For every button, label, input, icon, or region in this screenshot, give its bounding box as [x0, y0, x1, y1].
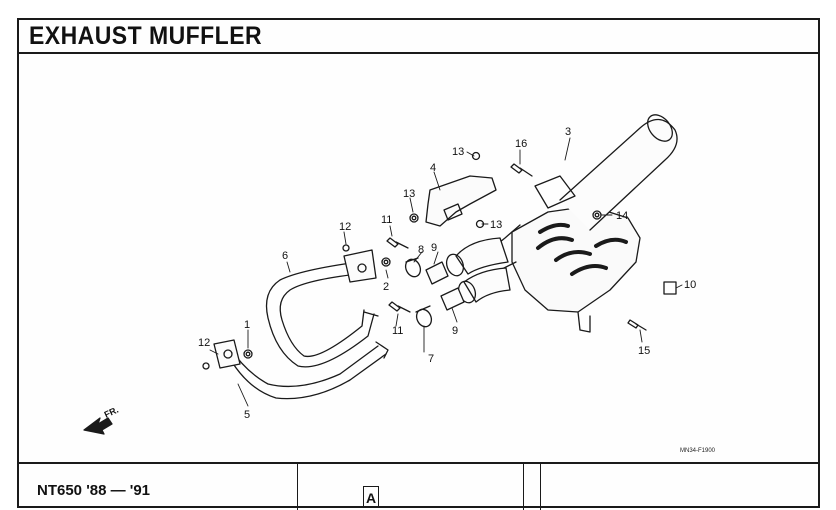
exhaust-pipe-front: [213, 339, 389, 400]
callout-3: 3: [565, 126, 571, 138]
callout-13-left: 13: [403, 188, 415, 200]
footer-divider: [297, 464, 298, 510]
model-label: NT650 '88 — '91: [37, 482, 151, 499]
callout-10: 10: [684, 279, 696, 291]
callout-14: 14: [616, 210, 628, 222]
footer-bar: NT650 '88 — '91 A: [19, 462, 818, 510]
callout-11-lower: 11: [392, 325, 403, 337]
callout-12-upper: 12: [339, 221, 351, 233]
callout-1: 1: [244, 319, 250, 331]
front-marker-label: FR.: [103, 405, 120, 420]
front-direction-arrow: [83, 417, 113, 435]
footer-divider: [540, 464, 541, 510]
callout-leaders: [209, 137, 683, 407]
footer-divider: [523, 464, 524, 510]
column-marker: A: [363, 486, 379, 508]
callout-12-lower: 12: [198, 337, 210, 349]
page-title: EXHAUST MUFFLER: [29, 22, 263, 50]
callout-13-right: 13: [490, 219, 502, 231]
callout-2: 2: [383, 281, 389, 293]
connecting-sleeves: [425, 261, 465, 311]
callout-6: 6: [282, 250, 288, 262]
muffler-body: [487, 114, 678, 333]
callout-4: 4: [430, 162, 436, 174]
heat-shield-bracket: [425, 175, 497, 227]
pipe-clamps: [404, 257, 433, 328]
callout-9-lower: 9: [452, 325, 458, 337]
callout-8: 8: [418, 244, 424, 256]
callout-15: 15: [638, 345, 650, 357]
callout-5: 5: [244, 409, 250, 421]
callout-13-top: 13: [452, 146, 464, 158]
muffler-inlet-pipes: [445, 237, 511, 304]
callout-11-upper: 11: [381, 214, 392, 226]
exhaust-pipe-rear: [265, 249, 379, 368]
drawing-code: MN34-F1900: [680, 448, 716, 454]
callout-16: 16: [515, 138, 527, 150]
callout-7: 7: [428, 353, 434, 365]
fasteners: [202, 151, 677, 370]
callout-9-upper: 9: [431, 242, 437, 254]
title-bar: EXHAUST MUFFLER: [19, 20, 818, 54]
callout-numbers: 1 2 3 4 5 6 7 8 9 9 10 11 11 12 12 13 13…: [198, 126, 696, 421]
